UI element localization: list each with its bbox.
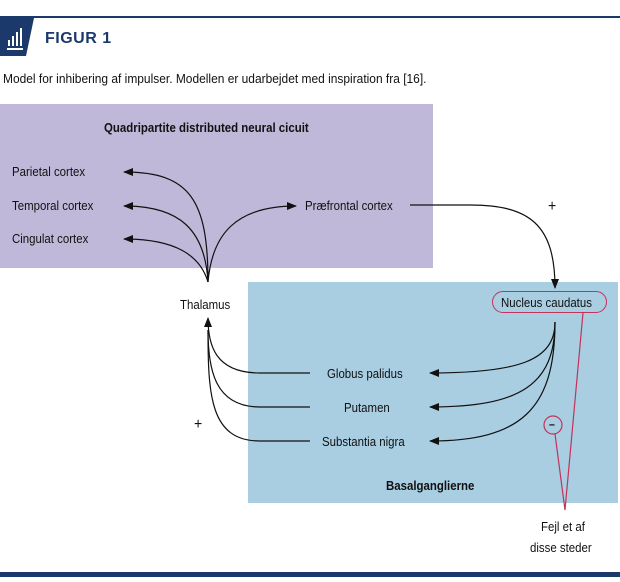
label-globus-palidus: Globus palidus (327, 366, 403, 381)
arrow-to-praefrontal (207, 202, 297, 283)
minus-circle (543, 415, 563, 435)
label-nucleus-caudatus: Nucleus caudatus (501, 295, 592, 310)
arrow-to-putamen (429, 321, 556, 411)
bottom-rule (0, 572, 620, 577)
arrow-to-nucleus (410, 204, 559, 289)
arrow-to-substantia (429, 321, 556, 445)
arrow-to-temporal (123, 202, 209, 283)
figure-caption: Model for inhibering af impulser. Modell… (3, 71, 427, 86)
figure-title: FIGUR 1 (45, 30, 112, 47)
annotation-line2: disse steder (530, 540, 592, 555)
plus-sign-left: + (194, 416, 203, 433)
arrow-to-globus (429, 321, 556, 377)
arrow-to-cingulat (123, 235, 209, 283)
label-putamen: Putamen (344, 400, 390, 415)
label-thalamus: Thalamus (180, 297, 231, 312)
nucleus-highlight (492, 291, 607, 313)
label-cingulat: Cingulat cortex (12, 231, 89, 246)
basal-box-title: Basalganglierne (386, 478, 475, 493)
label-praefrontal: Præfrontal cortex (305, 198, 393, 213)
arrow-globus-thalamus (204, 317, 310, 374)
label-temporal: Temporal cortex (12, 198, 94, 213)
cortex-box-title: Quadripartite distributed neural cicuit (104, 120, 309, 135)
minus-sign: – (549, 417, 555, 431)
cortex-box (0, 104, 433, 268)
bar-chart-icon (0, 18, 34, 56)
annotation-line1: Fejl et af (541, 519, 585, 534)
basal-ganglia-box (248, 282, 618, 503)
label-substantia-nigra: Substantia nigra (322, 434, 405, 449)
plus-sign-top: + (548, 198, 557, 215)
label-parietal: Parietal cortex (12, 164, 86, 179)
arrow-to-parietal (123, 168, 209, 283)
top-rule (0, 16, 620, 18)
